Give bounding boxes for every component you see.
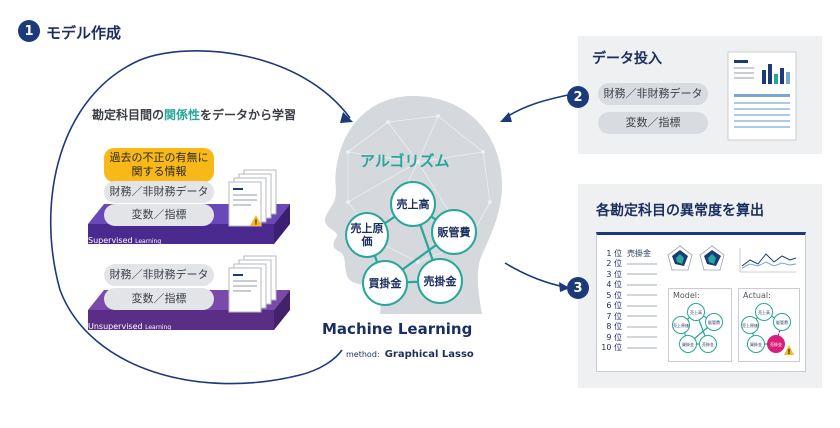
- rank-row: 2 位: [598, 259, 657, 270]
- rank-placeholder: [627, 262, 657, 265]
- unsupervised-label-sub: Learning: [145, 324, 172, 331]
- top-item: 売掛金: [627, 248, 651, 258]
- rank-placeholder: [627, 346, 657, 349]
- rank-label: 8 位: [606, 322, 622, 332]
- unsupervised-label: Unsupervised Learning: [88, 322, 171, 331]
- algorithm-title: アルゴリズム: [360, 152, 450, 170]
- rank-row: 10 位: [598, 343, 657, 354]
- unsupervised-document-stack-icon: [228, 255, 277, 313]
- supervised-label: Supervised Learning: [88, 236, 161, 245]
- step-2-badge: 2: [567, 86, 589, 108]
- warning-icon: !: [784, 345, 794, 356]
- rank-placeholder: [627, 315, 657, 318]
- learning-caption: 勘定科目間の関係性をデータから学習: [92, 106, 296, 123]
- supervised-variables-pill: 変数／指標: [104, 204, 214, 226]
- rank-row: 3 位: [598, 269, 657, 280]
- step-2-variables-pill: 変数／指標: [598, 112, 708, 134]
- rank-row: 6 位: [598, 301, 657, 312]
- model-node-payables: 買掛金: [679, 335, 697, 353]
- actual-node-sga: 販管費: [773, 313, 791, 331]
- node-receivables: 売掛金: [417, 258, 463, 304]
- ml-title: Machine Learning: [322, 320, 473, 338]
- rank-label: 10 位: [601, 343, 622, 353]
- rank-row: 8 位: [598, 322, 657, 333]
- step-3-title: 各勘定科目の異常度を算出: [596, 203, 764, 219]
- actual-node-cogs: 売上原価: [741, 316, 759, 334]
- rank-placeholder: [627, 283, 657, 286]
- supervised-highlight-pill: 過去の不正の有無に関する情報: [104, 148, 214, 182]
- ml-method-prefix: method:: [346, 350, 380, 359]
- rank-row: 4 位: [598, 280, 657, 291]
- rank-label: 9 位: [606, 332, 622, 342]
- caption-prefix: 勘定科目間の: [92, 108, 165, 122]
- ml-method: method: Graphical Lasso: [346, 342, 474, 361]
- rank-label: 1 位: [606, 248, 622, 258]
- rank-placeholder: [627, 336, 657, 339]
- rank-row: 7 位: [598, 311, 657, 322]
- supervised-label-sub: Learning: [135, 238, 162, 245]
- rank-row: 9 位: [598, 332, 657, 343]
- rank-placeholder: [627, 294, 657, 297]
- model-node-sales: 売上高: [687, 303, 705, 321]
- ml-method-name: Graphical Lasso: [384, 349, 474, 360]
- model-node-cogs: 売上原価: [672, 316, 690, 334]
- rank-label: 6 位: [606, 301, 622, 311]
- actual-label: Actual:: [743, 291, 771, 300]
- node-sga: 販管費: [431, 209, 477, 255]
- step-2-title: データ投入: [592, 51, 662, 67]
- step-1-title: モデル作成: [46, 24, 122, 42]
- node-payables: 買掛金: [362, 260, 408, 306]
- unsupervised-financial-pill: 財務／非財務データ: [104, 264, 214, 286]
- node-cogs: 売上原価: [345, 212, 389, 258]
- svg-text:!: !: [787, 348, 790, 356]
- rank-placeholder: [627, 273, 657, 276]
- supervised-label-main: Supervised: [88, 236, 133, 245]
- model-node-receivables: 売掛金: [699, 335, 717, 353]
- unsupervised-label-main: Unsupervised: [88, 322, 143, 331]
- rank-label: 2 位: [606, 259, 622, 269]
- actual-node-payables: 買掛金: [747, 335, 765, 353]
- node-sales: 売上高: [390, 181, 436, 227]
- rank-row: 1 位売掛金: [598, 248, 657, 259]
- mini-charts: [667, 245, 797, 273]
- rank-label: 3 位: [606, 269, 622, 279]
- rank-row: 5 位: [598, 290, 657, 301]
- actual-node-sales: 売上高: [755, 303, 773, 321]
- step-2-financial-pill: 財務／非財務データ: [598, 83, 708, 105]
- unsupervised-variables-pill: 変数／指標: [104, 288, 214, 310]
- report-document-icon: [727, 51, 797, 141]
- model-node-sga: 販管費: [705, 313, 723, 331]
- rank-label: 4 位: [606, 280, 622, 290]
- rank-placeholder: [627, 304, 657, 307]
- rank-placeholder: [627, 325, 657, 328]
- step-1-badge: 1: [18, 20, 40, 42]
- ranking-list: 1 位売掛金 2 位 3 位 4 位 5 位 6 位 7 位 8 位 9 位 1…: [598, 248, 657, 353]
- model-label: Model:: [673, 291, 700, 300]
- step-3-badge: 3: [567, 277, 589, 299]
- supervised-document-stack-icon: !: [228, 169, 277, 227]
- caption-suffix: をデータから学習: [200, 108, 297, 122]
- actual-node-receivables-anomaly: 売掛金: [767, 335, 785, 353]
- svg-text:!: !: [254, 219, 257, 227]
- supervised-financial-pill: 財務／非財務データ: [104, 181, 214, 203]
- caption-highlight: 関係性: [164, 108, 201, 122]
- rank-label: 5 位: [606, 290, 622, 300]
- rank-label: 7 位: [606, 311, 622, 321]
